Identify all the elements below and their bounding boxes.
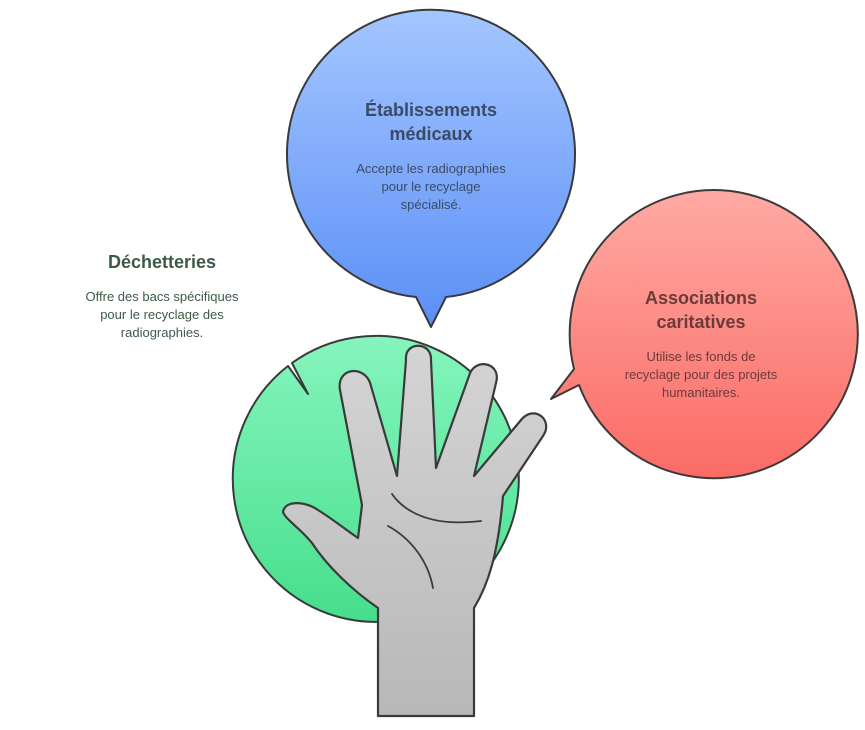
hand-crease-2 [387,525,434,589]
bubble-etablissements-description: Accepte les radiographies pour le recycl… [356,161,506,212]
hand-shape [281,344,548,718]
bubble-associations-title: Associations caritatives [644,288,758,332]
bubble-etablissements-shape [286,8,576,328]
bubble-associations-description: Utilise les fonds de recyclage pour des … [624,349,778,400]
hand-crease-1 [391,493,482,524]
bubble-dechetteries-text: Déchetteries Offre des bacs spécifiques … [82,250,242,342]
bubble-etablissements-title: Établissements médicaux [364,100,498,144]
bubble-dechetteries-description: Offre des bacs spécifiques pour le recyc… [85,289,239,340]
bubble-etablissements [286,8,576,328]
bubble-associations [550,189,859,480]
bubble-associations-text: Associations caritatives Utilise les fon… [620,286,782,402]
bubble-etablissements-text: Établissements médicaux Accepte les radi… [348,98,514,214]
bubble-associations-shape [550,189,859,480]
open-hand-icon [281,344,548,718]
bubble-dechetteries-title: Déchetteries [107,252,217,272]
